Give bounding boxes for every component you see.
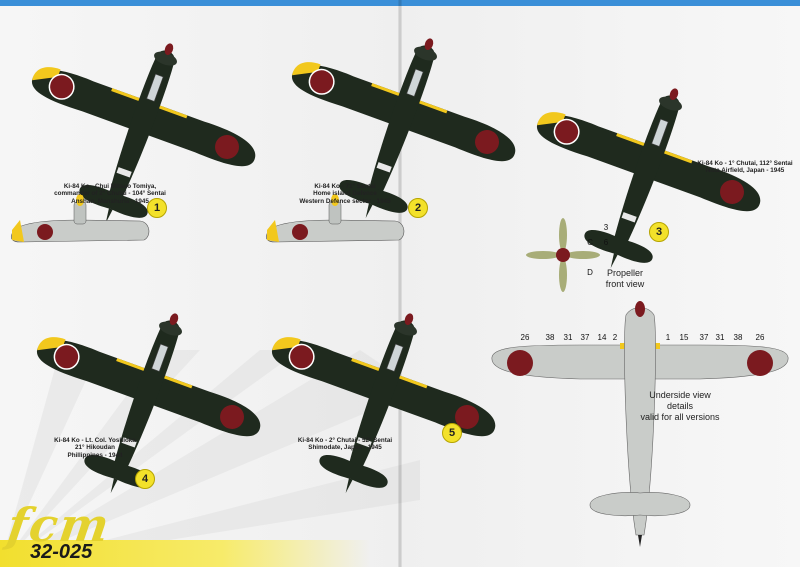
profile-badge-3: 3 [649,222,669,242]
marking-labels: 26 38 31 37 14 2 1 15 37 31 38 26 C 3 6D [521,223,765,342]
propeller-label: 6 [604,238,609,247]
profile-badge-4: 4 [135,469,155,489]
caption-profile-1: Ki-84 Ko - Chui Mitsuo Tomiya,commander … [54,183,166,205]
aircraft-profile-2 [254,0,543,259]
propeller-label: D [587,268,593,277]
profile-badge-5: 5 [442,423,462,443]
aircraft-profile-5 [234,272,523,534]
underside-number-right: 31 [716,333,725,342]
propeller-label: 3 [604,223,609,232]
top-accent-band [0,0,800,6]
underside-number-right: 1 [666,333,671,342]
underside-number-left: 2 [613,333,618,342]
underside-number-left: 37 [581,333,590,342]
underside-number-left: 26 [521,333,530,342]
propeller-label: C [587,238,593,247]
underside-number-left: 38 [546,333,555,342]
underside-number-left: 31 [564,333,573,342]
underside-number-right: 38 [734,333,743,342]
sheet-code: 32-025 [30,541,93,563]
underside-number-right: 15 [680,333,689,342]
aircraft-profile-1 [0,2,283,264]
underside-number-right: 26 [756,333,765,342]
profile-badge-2: 2 [408,198,428,218]
propeller-front-view [526,218,600,292]
underside-view [491,301,789,547]
underside-number-right: 37 [700,333,709,342]
profile-badge-1: 1 [147,198,167,218]
underside-number-left: 14 [598,333,607,342]
aircraft-profile-4 [0,272,288,534]
page-fold [398,0,402,567]
footer-band [0,540,370,567]
